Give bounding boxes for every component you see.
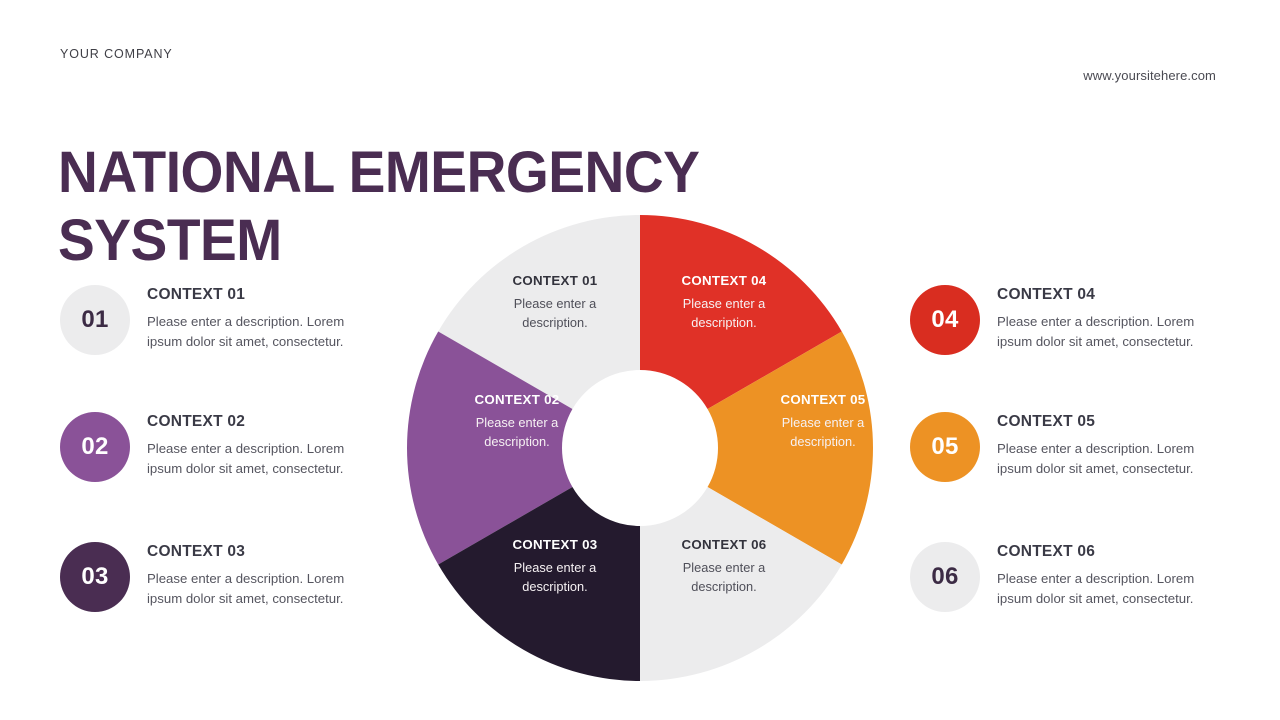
list-item-text-03: CONTEXT 03 Please enter a description. L… <box>147 537 362 609</box>
list-item-title-06: CONTEXT 06 <box>997 543 1096 560</box>
website-url: www.yoursitehere.com <box>1083 68 1216 83</box>
list-item-text-05: CONTEXT 05 Please enter a description. L… <box>997 407 1212 479</box>
badge-01: 01 <box>60 285 130 355</box>
list-item-text-04: CONTEXT 04 Please enter a description. L… <box>997 280 1212 352</box>
donut-slice-context-04[interactable] <box>640 215 842 409</box>
badge-number-04: 04 <box>931 306 959 333</box>
badge-03: 03 <box>60 542 130 612</box>
list-item-desc-03: Please enter a description. Lorem ipsum … <box>147 571 345 606</box>
badge-06: 06 <box>910 542 980 612</box>
list-item-context-06[interactable]: 06 CONTEXT 06 Please enter a description… <box>910 537 1212 612</box>
donut-slice-context-06[interactable] <box>640 487 842 681</box>
list-item-text-01: CONTEXT 01 Please enter a description. L… <box>147 280 362 352</box>
donut-slice-context-01[interactable] <box>438 215 640 409</box>
list-item-desc-02: Please enter a description. Lorem ipsum … <box>147 441 345 476</box>
list-item-title-03: CONTEXT 03 <box>147 543 246 560</box>
list-item-desc-05: Please enter a description. Lorem ipsum … <box>997 441 1195 476</box>
list-item-title-02: CONTEXT 02 <box>147 413 246 430</box>
donut-chart: CONTEXT 01 Please enter a description. C… <box>407 215 873 681</box>
donut-slice-context-02[interactable] <box>407 331 573 565</box>
badge-number-02: 02 <box>81 433 109 460</box>
badge-number-01: 01 <box>81 306 109 333</box>
company-label: YOUR COMPANY <box>60 47 173 61</box>
list-item-title-04: CONTEXT 04 <box>997 286 1096 303</box>
list-item-title-05: CONTEXT 05 <box>997 413 1096 430</box>
title-line-1: NATIONAL EMERGENCY <box>58 139 700 205</box>
list-item-title-01: CONTEXT 01 <box>147 286 246 303</box>
badge-number-06: 06 <box>931 563 959 590</box>
list-item-text-02: CONTEXT 02 Please enter a description. L… <box>147 407 362 479</box>
list-item-context-05[interactable]: 05 CONTEXT 05 Please enter a description… <box>910 407 1212 482</box>
list-item-context-03[interactable]: 03 CONTEXT 03 Please enter a description… <box>60 537 362 612</box>
donut-slice-context-03[interactable] <box>438 487 640 681</box>
badge-04: 04 <box>910 285 980 355</box>
list-item-context-04[interactable]: 04 CONTEXT 04 Please enter a description… <box>910 280 1212 355</box>
badge-02: 02 <box>60 412 130 482</box>
list-item-context-02[interactable]: 02 CONTEXT 02 Please enter a description… <box>60 407 362 482</box>
title-line-2: SYSTEM <box>58 207 282 273</box>
badge-number-03: 03 <box>81 563 109 590</box>
page-title: NATIONAL EMERGENCY SYSTEM <box>58 139 704 275</box>
list-item-desc-04: Please enter a description. Lorem ipsum … <box>997 314 1195 349</box>
list-item-desc-01: Please enter a description. Lorem ipsum … <box>147 314 345 349</box>
badge-number-05: 05 <box>931 433 959 460</box>
list-item-desc-06: Please enter a description. Lorem ipsum … <box>997 571 1195 606</box>
donut-chart-svg <box>407 215 873 681</box>
donut-slice-context-05[interactable] <box>707 331 873 565</box>
list-item-context-01[interactable]: 01 CONTEXT 01 Please enter a description… <box>60 280 362 355</box>
list-item-text-06: CONTEXT 06 Please enter a description. L… <box>997 537 1212 609</box>
badge-05: 05 <box>910 412 980 482</box>
